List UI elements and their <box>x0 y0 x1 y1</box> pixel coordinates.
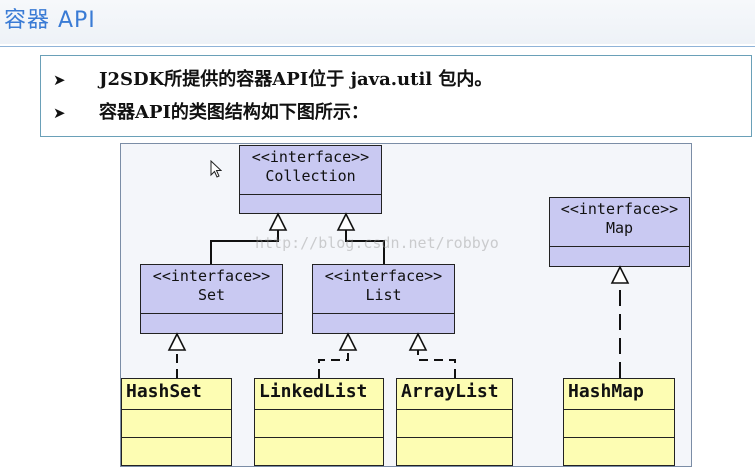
stereotype-label: <<interface>> <box>560 200 679 218</box>
arraylist-class-box: ArrayList <box>396 378 513 466</box>
stereotype-label: <<interface>> <box>152 267 271 285</box>
slide-title: 容器 API <box>4 8 96 33</box>
list-name: List <box>365 286 402 304</box>
stereotype-label: <<interface>> <box>324 267 443 285</box>
bullet-item-2: ➤ 容器API的类图结构如下图所示： <box>53 98 369 124</box>
list-attributes <box>313 314 454 338</box>
mouse-cursor-icon <box>210 160 222 178</box>
list-interface-box: <<interface>> List <box>312 264 455 334</box>
linkedlist-attributes <box>255 410 383 438</box>
stereotype-label: <<interface>> <box>251 148 370 166</box>
collection-attributes <box>240 195 381 218</box>
map-interface-box: <<interface>> Map <box>549 197 690 267</box>
collection-header: <<interface>> Collection <box>240 146 381 195</box>
bullet-item-1: ➤ J2SDK所提供的容器API位于 java.util 包内。 <box>53 65 492 91</box>
hashmap-methods <box>564 438 674 467</box>
linkedlist-methods <box>255 438 383 467</box>
set-interface-box: <<interface>> Set <box>140 264 283 334</box>
watermark: http://blog.csdn.net/robbyo <box>255 234 499 252</box>
slide-title-bar: 容器 API <box>0 0 755 44</box>
title-divider <box>0 46 755 47</box>
collection-name: Collection <box>265 167 356 185</box>
hashmap-attributes <box>564 410 674 438</box>
linkedlist-class-box: LinkedList <box>254 378 384 466</box>
set-header: <<interface>> Set <box>141 265 282 314</box>
hashmap-name: HashMap <box>564 379 674 410</box>
map-attributes <box>550 247 689 271</box>
map-name: Map <box>605 219 634 237</box>
set-name: Set <box>197 286 226 304</box>
collection-interface-box: <<interface>> Collection <box>239 145 382 214</box>
hashset-name: HashSet <box>122 379 231 410</box>
bullet-text-2: 容器API的类图结构如下图所示： <box>99 102 369 123</box>
hashset-class-box: HashSet <box>121 378 232 466</box>
bullet-arrow-icon: ➤ <box>53 104 66 122</box>
map-header: <<interface>> Map <box>550 198 689 247</box>
hashset-methods <box>122 438 231 467</box>
linkedlist-name: LinkedList <box>255 379 383 410</box>
hashmap-class-box: HashMap <box>563 378 675 466</box>
bullet-text-1: J2SDK所提供的容器API位于 java.util 包内。 <box>99 69 493 90</box>
arraylist-attributes <box>397 410 512 438</box>
arraylist-methods <box>397 438 512 467</box>
arraylist-name: ArrayList <box>397 379 512 410</box>
set-attributes <box>141 314 282 338</box>
bullet-arrow-icon: ➤ <box>53 71 66 89</box>
hashset-attributes <box>122 410 231 438</box>
bullet-panel: ➤ J2SDK所提供的容器API位于 java.util 包内。 ➤ 容器API的类… <box>40 55 752 137</box>
list-header: <<interface>> List <box>313 265 454 314</box>
